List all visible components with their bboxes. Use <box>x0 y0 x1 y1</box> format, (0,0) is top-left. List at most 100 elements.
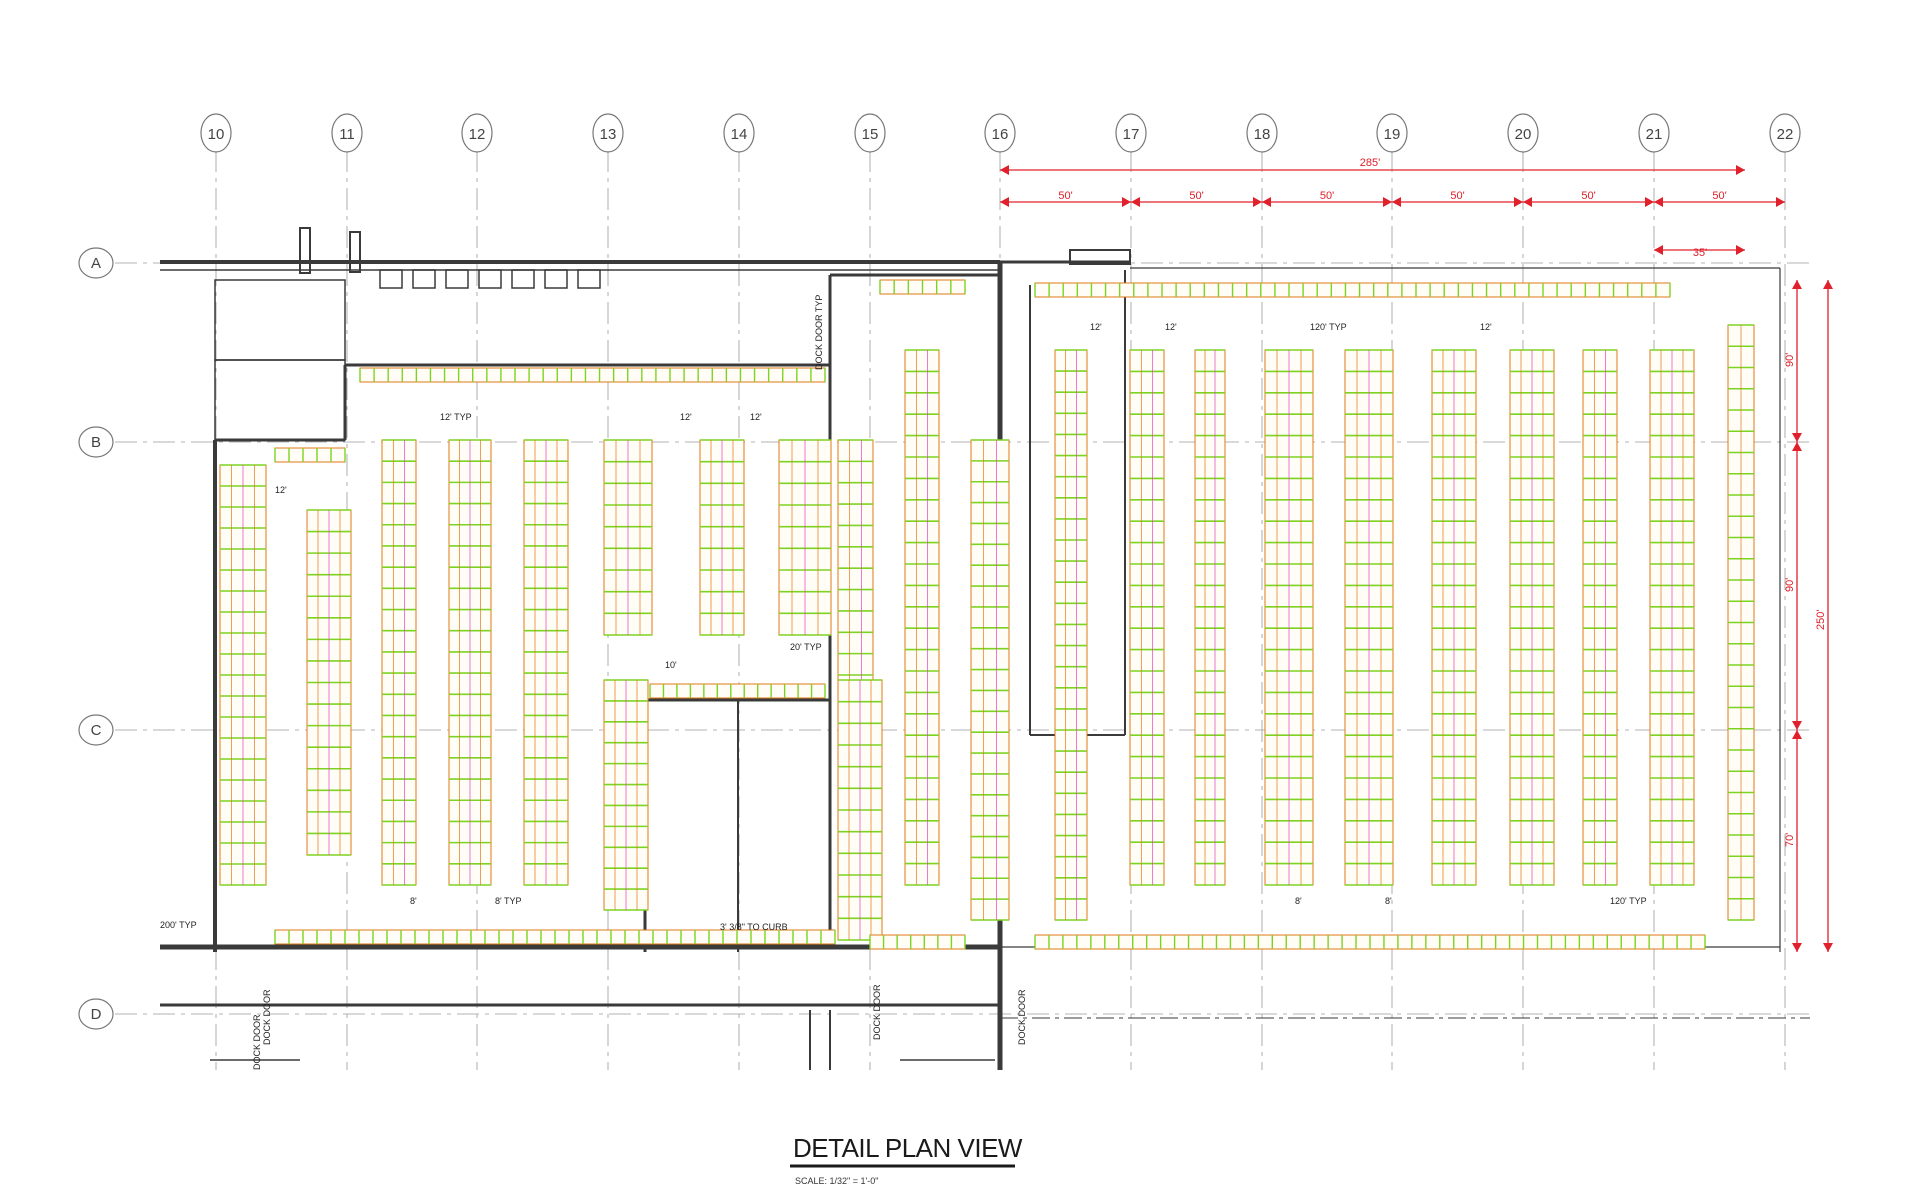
grid-label-col-21: 21 <box>1646 126 1663 143</box>
note-12-e: 12' <box>1480 322 1492 332</box>
grid-label-col-15: 15 <box>862 126 879 143</box>
rack-row-8 <box>778 439 832 636</box>
dimension-lines: 285'50'50'50'50'50'50'35'40' TYP250'90'9… <box>1000 157 1833 952</box>
note-12-a: 12' <box>680 412 692 422</box>
rack-frame <box>359 367 826 383</box>
note-10: 10' <box>665 660 677 670</box>
grid-bubble-col-14 <box>723 113 755 153</box>
grid-bubble-col-17 <box>1115 113 1147 153</box>
dim-arrow-sub-bay-right <box>1736 245 1745 255</box>
rack-run-28 <box>274 929 836 945</box>
dim-label-sub-bay: 35' <box>1693 247 1707 259</box>
rack-row-11 <box>970 439 1010 921</box>
note-dock-door-2: DOCK DOOR <box>872 984 882 1040</box>
note-dock-door-1: DOCK DOOR <box>262 989 272 1045</box>
dim-arrow-depth-top <box>1823 280 1833 289</box>
dim-arrow-bay-2-left <box>1131 197 1140 207</box>
grid-label-col-19: 19 <box>1384 126 1401 143</box>
rack-frame <box>1129 349 1165 886</box>
rack-run-24 <box>359 367 826 383</box>
dim-arrow-bay-5-right <box>1645 197 1654 207</box>
rack-row-7 <box>699 439 745 636</box>
grid-label-col-20: 20 <box>1515 126 1532 143</box>
rack-row-5 <box>523 439 569 886</box>
field-notes: 12' TYP 12' 12' 12' 120' TYP 12' 12' 12'… <box>160 295 1647 1070</box>
grid-bubble-col-13 <box>592 113 624 153</box>
rack-run-26 <box>879 279 966 295</box>
drawing-scale: SCALE: 1/32" = 1'-0" <box>795 1176 878 1186</box>
note-12-d: 12' <box>1165 322 1177 332</box>
dim-arrow-row-3-top <box>1792 730 1802 739</box>
note-to-curb: 3' 3/8" TO CURB <box>720 922 788 932</box>
rack-row-3 <box>381 439 417 886</box>
grid-bubble-col-12 <box>461 113 493 153</box>
dim-arrow-row-2-top <box>1792 442 1802 451</box>
grid-label-col-10: 10 <box>208 126 225 143</box>
dim-arrow-bay-4-left <box>1392 197 1401 207</box>
rack-row-1 <box>219 464 267 886</box>
rack-row-23 <box>837 679 883 941</box>
grid-bubble-col-11 <box>331 113 363 153</box>
dim-arrow-row-3-bottom <box>1792 943 1802 952</box>
dim-arrow-bay-6-right <box>1776 197 1785 207</box>
dim-label-row-1: 90' <box>1784 353 1796 367</box>
dim-arrow-row-1-top <box>1792 280 1802 289</box>
note-12-b: 12' <box>750 412 762 422</box>
rack-frame <box>1034 282 1671 298</box>
drawing-title: DETAIL PLAN VIEW <box>793 1133 1023 1163</box>
grid-label-col-16: 16 <box>992 126 1009 143</box>
rack-row-15 <box>1264 349 1314 886</box>
dim-arrow-bay-3-right <box>1383 197 1392 207</box>
grid-label-col-12: 12 <box>469 126 486 143</box>
rack-row-16 <box>1344 349 1394 886</box>
dim-arrow-row-2-bottom <box>1792 721 1802 730</box>
grid-bubble-col-19 <box>1376 113 1408 153</box>
grid-label-row-D: D <box>91 1006 102 1023</box>
note-20-typ: 20' TYP <box>790 642 822 652</box>
grid-bubble-col-22 <box>1769 113 1801 153</box>
grid-label-col-17: 17 <box>1123 126 1140 143</box>
rack-run-30 <box>1034 934 1706 950</box>
dim-label-row-3: 70' <box>1784 833 1796 847</box>
rack-row-20 <box>1649 349 1695 886</box>
dim-arrow-sub-bay-left <box>1654 245 1663 255</box>
grid-label-col-11: 11 <box>339 126 355 143</box>
note-200-typ: 200' TYP <box>160 920 197 930</box>
grid-label-col-18: 18 <box>1254 126 1271 143</box>
note-8-typ: 8' TYP <box>495 896 522 906</box>
grid-bubble-col-18 <box>1246 113 1278 153</box>
rack-row-13 <box>1129 349 1165 886</box>
dim-label-bay-6: 50' <box>1712 190 1726 202</box>
rack-run-29 <box>869 934 966 950</box>
rack-frame <box>1582 349 1618 886</box>
dim-arrow-bay-3-left <box>1262 197 1271 207</box>
note-dock-door-3: DOCK DOOR <box>1017 989 1027 1045</box>
rack-row-4 <box>448 439 492 886</box>
grid-bubble-row-A <box>78 247 114 279</box>
grid-bubble-row-B <box>78 426 114 458</box>
rack-row-6 <box>603 439 653 636</box>
grid-label-row-A: A <box>91 255 101 272</box>
rack-frame <box>1194 349 1226 886</box>
rack-frame <box>904 349 940 886</box>
dim-arrow-bay-4-right <box>1514 197 1523 207</box>
dim-arrow-bay-2-right <box>1253 197 1262 207</box>
grid-label-row-B: B <box>91 434 101 451</box>
rack-row-18 <box>1509 349 1555 886</box>
rack-row-21 <box>1727 324 1755 921</box>
note-dock-door-typ: DOCK DOOR TYP <box>814 295 824 370</box>
rack-run-25 <box>1034 282 1671 298</box>
note-8-c: 8' <box>1385 896 1392 906</box>
dim-label-bay-5: 50' <box>1581 190 1595 202</box>
rack-row-10 <box>904 349 940 886</box>
dim-label-overall-width: 285' <box>1360 157 1380 169</box>
rack-frame <box>381 439 417 886</box>
dim-arrow-depth-bottom <box>1823 943 1833 952</box>
note-120-typ-top: 120' TYP <box>1310 322 1347 332</box>
note-12-typ: 12' TYP <box>440 412 472 422</box>
grid-label-col-22: 22 <box>1777 126 1794 143</box>
note-12-f: 12' <box>275 485 287 495</box>
dim-arrow-bay-5-left <box>1523 197 1532 207</box>
dim-arrow-row-1-bottom <box>1792 433 1802 442</box>
